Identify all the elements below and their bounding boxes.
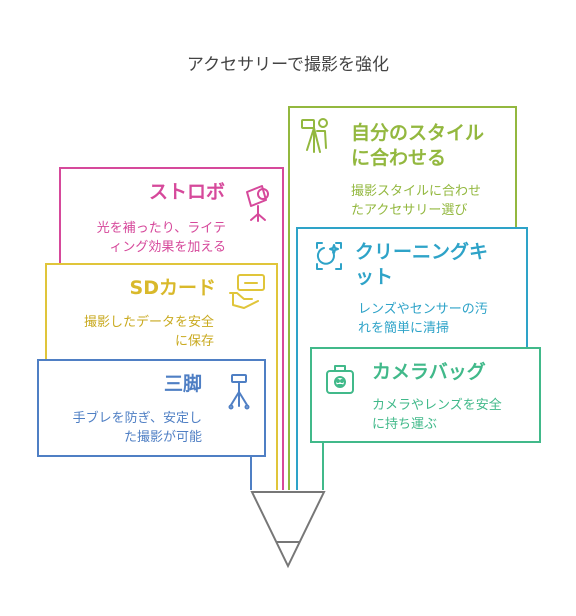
body-tripod-line-2: た撮影が可能 [123,430,202,445]
heading-bag: カメラバッグ [372,361,486,383]
body-sdcard-line-1: 撮影したデータを安全 [83,315,214,330]
frame-cleaning [296,227,528,490]
frame-strobe [59,167,284,490]
frame-tripod [37,359,266,490]
body-strobe-line-1: 光を補ったり、ライテ [96,221,226,236]
frame-bag [310,347,541,490]
body-sdcard: 撮影したデータを安全 に保存 [58,313,214,351]
heading-tripod: 三脚 [163,373,202,395]
heading-cleaning: クリーニングキ ット [355,240,520,290]
body-bag-line-1: カメラやレンズを安全 [372,398,502,413]
body-tripod: 手ブレを防ぎ、安定し た撮影が可能 [46,409,202,447]
body-style-line-2: たアクセサリー選び [351,203,468,218]
hand-card-icon [229,274,265,309]
spotlight-icon [246,185,269,222]
heading-cleaning-line-2: ット [355,266,394,288]
body-style: 撮影スタイルに合わせ たアクセサリー選び [351,182,511,220]
heading-strobe: ストロボ [148,181,225,203]
heading-sdcard: SDカード [129,277,216,299]
body-bag: カメラやレンズを安全 に持ち運ぶ [372,396,534,434]
body-strobe-line-2: ィング効果を加える [109,240,226,255]
sparkle-icon [316,242,342,270]
frame-sdcard [45,263,278,490]
bag-icon [326,365,354,394]
heading-style-line-2: に合わせる [351,147,447,169]
body-cleaning-line-2: れを簡単に清掃 [358,321,450,336]
body-sdcard-line-2: に保存 [174,334,214,349]
body-cleaning: レンズやセンサーの汚 れを簡単に清掃 [358,300,523,338]
body-style-line-1: 撮影スタイルに合わせ [351,184,482,199]
tripod-icon [228,374,250,410]
diagram-title: アクセサリーで撮影を強化 [186,55,390,75]
body-cleaning-line-1: レンズやセンサーの汚 [358,302,488,317]
frame-style [288,106,517,490]
funnel [250,491,326,569]
heading-cleaning-line-1: クリーニングキ [355,241,489,263]
photographer-icon [301,118,328,153]
body-tripod-line-1: 手ブレを防ぎ、安定し [72,411,202,426]
heading-style-line-1: 自分のスタイル [351,122,485,144]
heading-style: 自分のスタイル に合わせる [351,121,511,171]
body-bag-line-2: に持ち運ぶ [372,417,438,432]
body-strobe: 光を補ったり、ライテ ィング効果を加える [70,219,226,257]
